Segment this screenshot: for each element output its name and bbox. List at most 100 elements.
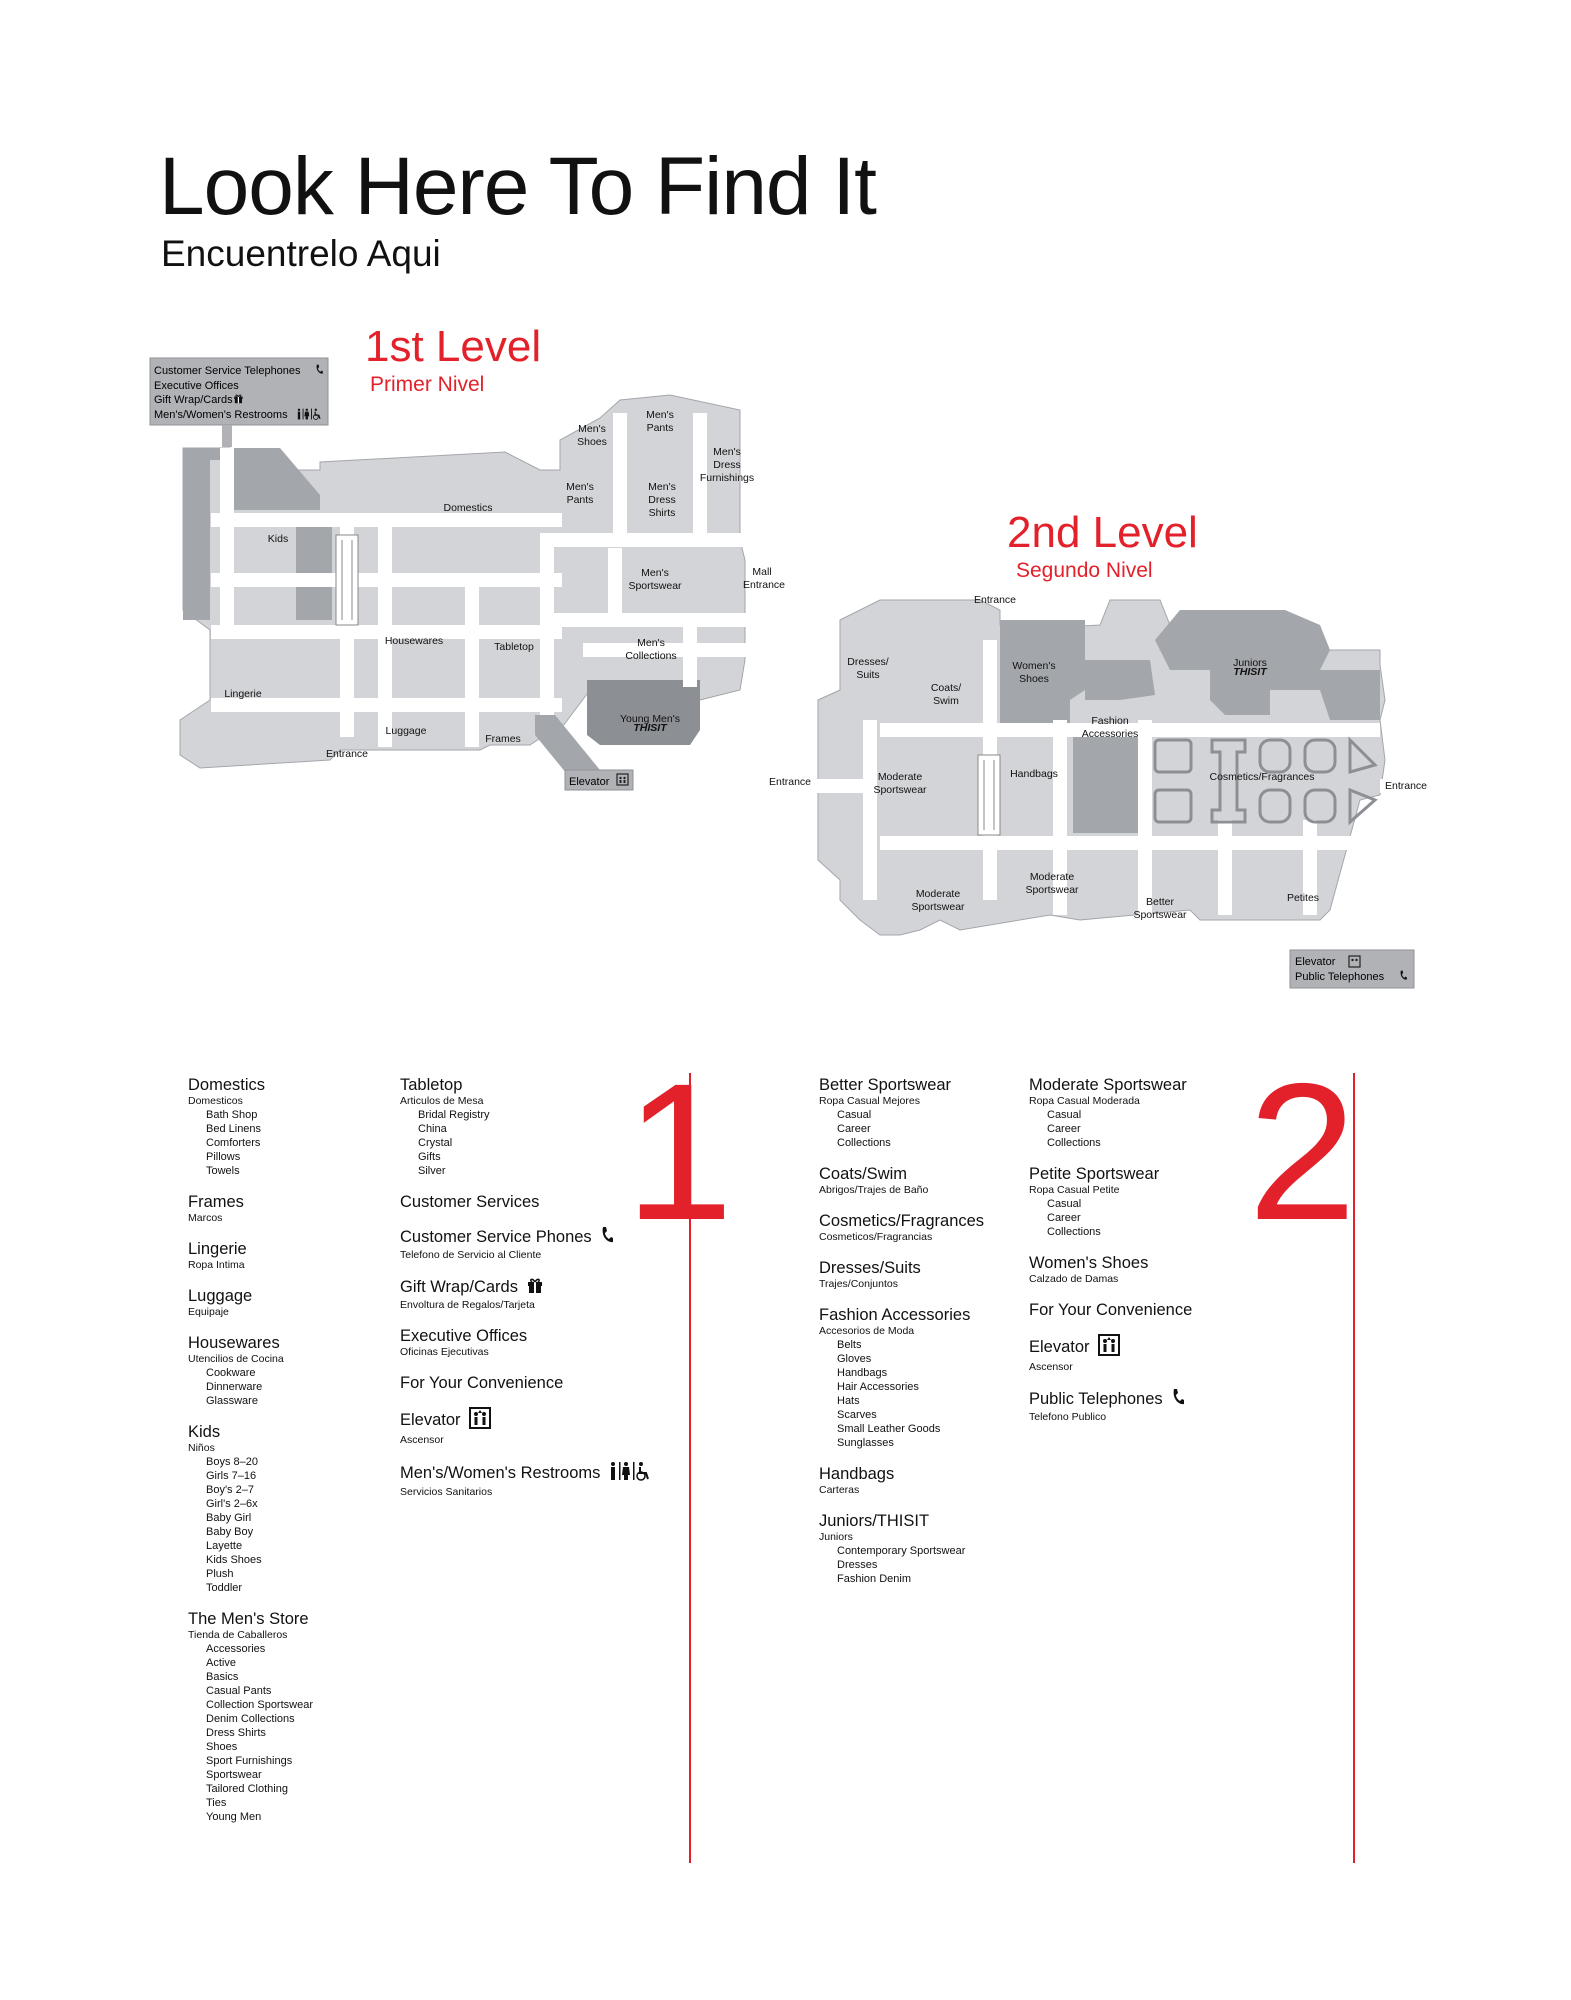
sub-department: Dinnerware [206, 1381, 263, 1393]
map2-entrance-top: Entrance [974, 594, 1016, 606]
sub-department: Collection Sportswear [206, 1699, 313, 1711]
map2-services-line-1: Public Telephones [1295, 971, 1385, 983]
restroom-icon [608, 1461, 652, 1486]
map2-coats-swim-l1: Coats/ [931, 682, 961, 694]
department-spanish-name: Ropa Casual Moderada [1029, 1095, 1140, 1107]
elevator-icon [468, 1407, 491, 1434]
services-box-line-3: Men's/Women's Restrooms [154, 409, 288, 421]
department-name: Fashion Accessories [819, 1306, 971, 1324]
map1-thisit-logo: THISIT [633, 722, 668, 734]
department-spanish-name: Utencilios de Cocina [188, 1353, 284, 1365]
map2-moderate-b-l2: Sportswear [911, 901, 965, 913]
level2-title: 2nd Level [1007, 508, 1198, 557]
map2-services-line-0: Elevator [1295, 956, 1336, 968]
sub-department: Girl's 2–6x [206, 1498, 258, 1510]
map1-mens-pants-l2: Pants [567, 494, 594, 506]
map1-mens-shoes-l1: Men's [578, 423, 606, 435]
department-spanish-name: Telefono de Servicio al Cliente [400, 1249, 542, 1261]
department-spanish-name: Trajes/Conjuntos [819, 1278, 898, 1290]
department-name: Dresses/Suits [819, 1259, 921, 1277]
map1-entrance: Entrance [326, 748, 368, 760]
level1-map-labels: Men's Shoes Men's Pants Men's Dress Furn… [224, 409, 785, 760]
map1-mens-dress-shirts-l2: Dress [648, 494, 675, 506]
sub-department: Dress Shirts [206, 1727, 266, 1739]
sub-department: Small Leather Goods [837, 1423, 941, 1435]
department-name: Better Sportswear [819, 1076, 952, 1094]
sub-department: Crystal [418, 1137, 453, 1149]
department-spanish-name: Articulos de Mesa [400, 1095, 484, 1107]
sub-department: Gifts [418, 1151, 441, 1163]
map2-dresses-suits-l2: Suits [856, 669, 879, 681]
sub-department: Gloves [837, 1353, 872, 1365]
sub-department: Boy's 2–7 [206, 1484, 254, 1496]
department-name: Moderate Sportswear [1029, 1076, 1187, 1094]
sub-department: Comforters [206, 1137, 261, 1149]
department-name: Luggage [188, 1287, 253, 1305]
map1-tabletop: Tabletop [494, 641, 534, 653]
department-name: Lingerie [188, 1240, 247, 1258]
elevator-icon [616, 773, 629, 786]
map1-mens-sportswear-l1: Men's [641, 567, 669, 579]
level2-map-labels: Entrance Dresses/ Suits Coats/ Swim Wome… [769, 594, 1427, 921]
sub-department: Scarves [837, 1409, 877, 1421]
level2-elevator-icon [1348, 955, 1361, 968]
services-box-line-1: Executive Offices [154, 380, 239, 392]
sub-department: Handbags [837, 1367, 888, 1379]
sub-department: Career [1047, 1123, 1081, 1135]
sub-department: Basics [206, 1671, 239, 1683]
map1-mens-dress-furn-l1: Men's [713, 446, 741, 458]
sub-department: Cookware [206, 1367, 256, 1379]
sub-department: Tailored Clothing [206, 1783, 288, 1795]
map2-juniors: Juniors [1233, 657, 1267, 669]
sub-department: Girls 7–16 [206, 1470, 257, 1482]
level1-divider-line [689, 1073, 691, 1863]
map1-mens-dress-shirts-l1: Men's [648, 481, 676, 493]
sub-department: Contemporary Sportswear [837, 1545, 966, 1557]
department-name: Frames [188, 1193, 244, 1211]
gift-icon [526, 1276, 544, 1299]
sub-department: Young Men [206, 1811, 262, 1823]
page-subtitle: Encuentrelo Aqui [161, 233, 441, 274]
sub-department: Layette [206, 1540, 243, 1552]
services-box-line-0: Customer Service Telephones [154, 365, 301, 377]
map1-kids: Kids [268, 533, 288, 545]
map1-mens-pants-top-l2: Pants [647, 422, 674, 434]
sub-department: Casual [1047, 1198, 1082, 1210]
map1-mall-entrance-l1: Mall [752, 566, 771, 578]
level1-elevator-box[interactable] [564, 769, 634, 791]
map2-fashion-accessories-l2: Accessories [1082, 728, 1139, 740]
sub-department: Baby Boy [206, 1526, 254, 1538]
map1-elevator: Elevator [569, 776, 610, 788]
sub-department: Shoes [206, 1741, 238, 1753]
department-spanish-name: Niños [188, 1442, 215, 1454]
department-name: Cosmetics/Fragrances [819, 1212, 985, 1230]
map1-lingerie: Lingerie [224, 688, 262, 700]
department-name: Customer Service Phones [400, 1226, 613, 1249]
